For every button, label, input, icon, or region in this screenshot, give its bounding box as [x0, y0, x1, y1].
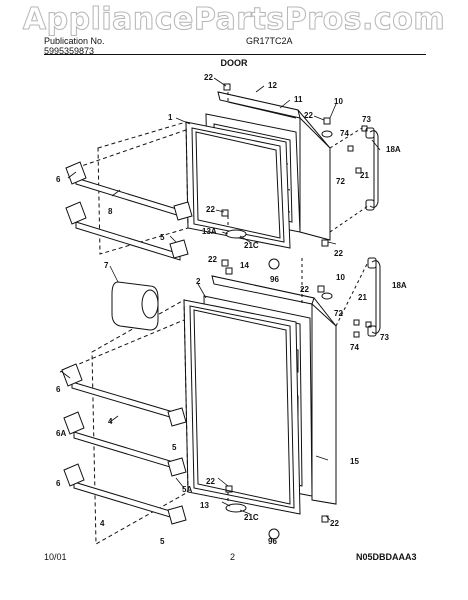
callout: 21C	[244, 513, 259, 522]
callout: 22	[300, 285, 309, 294]
callout: 96	[270, 275, 279, 284]
footer-code: N05DBDAAA3	[356, 552, 417, 562]
door-shelf-8	[75, 177, 181, 261]
callout: 22	[204, 73, 213, 82]
callout: 5A	[182, 485, 192, 494]
callout: 15	[350, 457, 359, 466]
dairy-container	[111, 281, 159, 331]
callout: 22	[208, 255, 217, 264]
fresh-food-door-gasket	[183, 299, 301, 515]
callout: 18A	[392, 281, 407, 290]
fresh-food-handle	[367, 257, 381, 337]
callout: 74	[350, 343, 359, 352]
callout: 6A	[56, 429, 66, 438]
model-number: GR17TC2A	[246, 36, 293, 46]
callout: 22	[330, 519, 339, 528]
callout: 18A	[386, 145, 401, 154]
watermark: AppliancePartsPros.com	[22, 2, 446, 38]
callout: 22	[206, 205, 215, 214]
header-rule	[44, 54, 426, 55]
callout: 6	[56, 479, 61, 488]
publication-number: 5995359873	[44, 46, 95, 56]
callout: 21C	[244, 241, 259, 250]
callout: 12	[268, 81, 277, 90]
leader-lines	[61, 77, 381, 521]
callout: 5	[172, 443, 177, 452]
callout: 22	[206, 477, 215, 486]
section-title: DOOR	[220, 58, 248, 68]
callout-labels: 22 12 11 1 10 73 74 18A 22 72 21 6 8 22 …	[56, 73, 407, 546]
handle-screws	[347, 125, 372, 338]
callout: 21	[358, 293, 367, 302]
freezer-handle	[365, 127, 379, 211]
shelf-end-caps	[61, 161, 193, 525]
publication-label: Publication No.	[44, 36, 105, 46]
callout: 1	[168, 113, 173, 122]
callout: 72	[334, 309, 343, 318]
callout: 96	[268, 537, 277, 546]
callout: 4	[108, 417, 113, 426]
callout: 6	[56, 175, 61, 184]
door-shelf-4	[71, 381, 181, 521]
assembly-guides	[227, 92, 369, 502]
callout: 13	[200, 501, 209, 510]
callout: 11	[294, 95, 303, 104]
callout: 22	[304, 111, 313, 120]
upper-bin-assembly	[69, 121, 189, 255]
callout: 22	[334, 249, 343, 258]
callout: 74	[340, 129, 349, 138]
callout: 21	[360, 171, 369, 180]
callout: 10	[336, 273, 345, 282]
callout: 13A	[202, 227, 217, 236]
callout: 5	[160, 537, 165, 546]
callout: 2	[196, 277, 201, 286]
footer-page: 2	[230, 552, 236, 562]
callout: 73	[362, 115, 371, 124]
callout: 8	[108, 207, 113, 216]
freezer-door-gasket	[185, 121, 291, 249]
callout: 72	[336, 177, 345, 186]
footer-date: 10/01	[44, 552, 67, 562]
callout: 7	[104, 261, 109, 270]
fresh-food-door-outer-panel	[211, 275, 337, 505]
callout: 6	[56, 385, 61, 394]
freezer-door-outer-panel	[217, 91, 331, 241]
callout: 73	[380, 333, 389, 342]
callout: 5	[160, 233, 165, 242]
callout: 10	[334, 97, 343, 106]
callout: 14	[240, 261, 249, 270]
callout: 4	[100, 519, 105, 528]
